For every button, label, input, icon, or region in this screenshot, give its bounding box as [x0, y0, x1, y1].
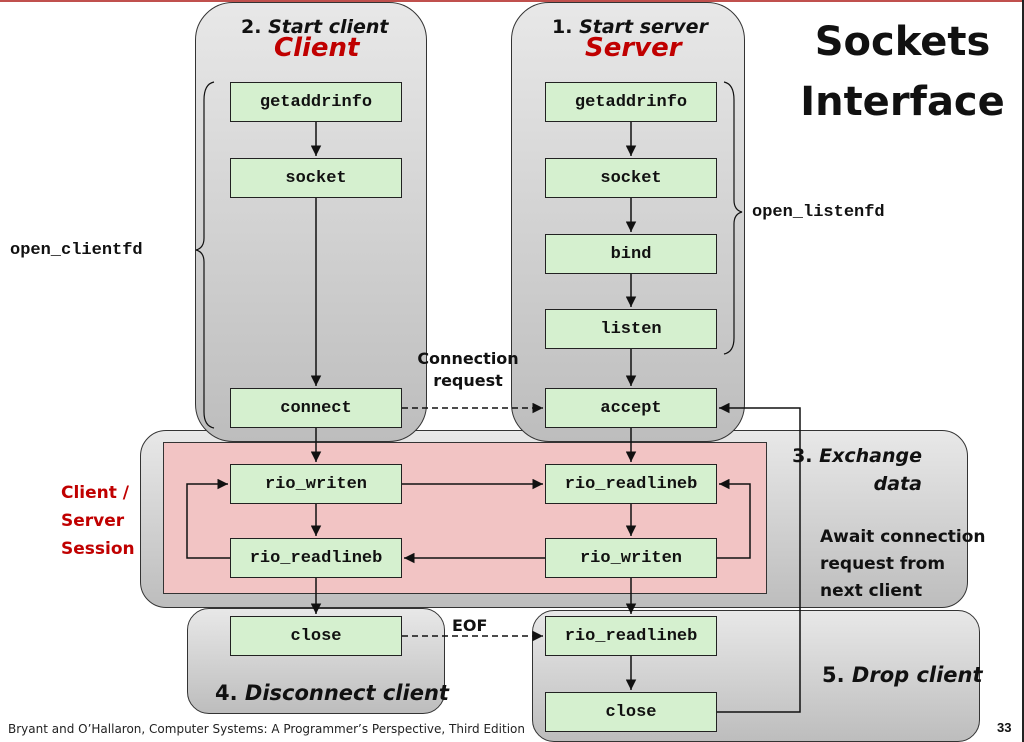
client-rio-writen-box: rio_writen [230, 464, 402, 504]
open-listenfd-brace [723, 81, 743, 355]
server-rio-readlineb-box: rio_readlineb [545, 464, 717, 504]
disconnect-client-phase-label: 4. Disconnect client [215, 681, 449, 705]
client-phase-label: 2. Start client [241, 16, 389, 38]
server-getaddrinfo-box: getaddrinfo [545, 82, 717, 122]
right-border [1022, 0, 1024, 742]
server-rio-writen-box: rio_writen [545, 538, 717, 578]
citation-footer: Bryant and O’Hallaron, Computer Systems:… [8, 722, 525, 736]
session-label-line-1: Client / [61, 483, 130, 503]
disconnect-phase-number: 4. [215, 681, 238, 705]
await-line-3: next client [820, 581, 923, 601]
server-phase-text: Start server [579, 16, 708, 38]
server-phase-label: 1. Start server [552, 16, 708, 38]
server-bind-box: bind [545, 234, 717, 274]
drop-client-phase-label: 5. Drop client [822, 663, 983, 687]
await-connection-note: Await connection request from next clien… [820, 524, 986, 605]
title-line-1: Sockets [814, 19, 991, 65]
eof-label: EOF [452, 616, 488, 635]
client-connect-box: connect [230, 388, 402, 428]
server-close-box: close [545, 692, 717, 732]
title-line-2: Interface [800, 79, 1005, 125]
exchange-data-phase-label: 3. Exchange data [790, 442, 922, 498]
loop-client-readlineb-to-writen [186, 478, 230, 559]
await-line-2: request from [820, 554, 946, 574]
exchange-phase-text-2: data [873, 473, 922, 495]
open-clientfd-label: open_clientfd [10, 241, 143, 260]
client-close-box: close [230, 616, 402, 656]
open-listenfd-label: open_listenfd [752, 203, 885, 222]
server-accept-box: accept [545, 388, 717, 428]
connection-label-line-2: request [433, 371, 503, 390]
client-rio-readlineb-box: rio_readlineb [230, 538, 402, 578]
client-getaddrinfo-box: getaddrinfo [230, 82, 402, 122]
drop-phase-text: Drop client [851, 663, 983, 687]
loop-close-to-accept [717, 402, 801, 713]
open-clientfd-brace [195, 81, 215, 429]
page-number: 33 [997, 720, 1012, 735]
client-server-session-label: Client / Server Session [61, 479, 135, 563]
drop-phase-number: 5. [822, 663, 845, 687]
server-listen-box: listen [545, 309, 717, 349]
session-label-line-3: Session [61, 539, 135, 559]
client-phase-number: 2. [241, 16, 262, 38]
connection-request-label: Connection request [412, 348, 524, 392]
server-socket-box: socket [545, 158, 717, 198]
server-heading: Server [585, 33, 682, 63]
connection-label-line-1: Connection [417, 349, 519, 368]
exchange-phase-text-1: Exchange [819, 445, 922, 467]
client-panel [195, 2, 427, 442]
client-heading: Client [274, 33, 360, 63]
client-phase-text: Start client [268, 16, 389, 38]
loop-server-writen-to-readlineb [717, 478, 751, 559]
exchange-phase-number: 3. [792, 445, 813, 467]
await-line-1: Await connection [820, 527, 986, 547]
disconnect-phase-text: Disconnect client [244, 681, 449, 705]
client-socket-box: socket [230, 158, 402, 198]
top-accent-bar [0, 0, 1024, 2]
server-phase-number: 1. [552, 16, 573, 38]
slide-title: Sockets Interface [790, 12, 1015, 132]
session-label-line-2: Server [61, 511, 125, 531]
drop-rio-readlineb-box: rio_readlineb [545, 616, 717, 656]
